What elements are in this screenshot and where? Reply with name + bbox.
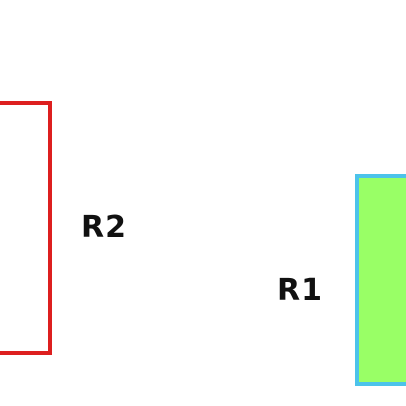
rectangle-r1: [355, 174, 406, 386]
label-r1: R1: [277, 273, 323, 308]
label-r2: R2: [81, 210, 127, 245]
rectangle-r2: [0, 101, 52, 355]
